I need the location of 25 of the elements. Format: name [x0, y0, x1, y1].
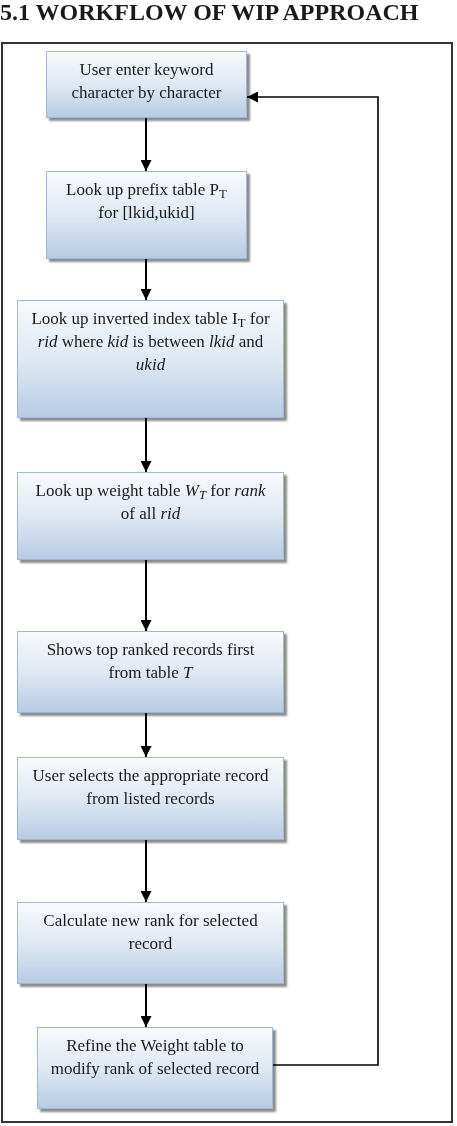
process-box [46, 51, 247, 118]
arrow [140, 712, 152, 758]
arrow [140, 117, 152, 172]
process-box [17, 472, 284, 560]
arrow [140, 839, 152, 903]
step-label: Calculate new rank for selected record [42, 910, 259, 955]
process-box [17, 757, 284, 840]
step-label: Look up inverted index table I$_{T}$ for rid where kid is between lkid and ukid [30, 308, 271, 376]
arrow [246, 91, 379, 1066]
arrow [140, 258, 152, 301]
step-label: Shows top ranked records first from table T [45, 639, 256, 684]
step-label: Refine the Weight table to modify rank of selected record [49, 1035, 261, 1080]
process-box [46, 171, 247, 259]
process-box [17, 631, 284, 713]
process-box [17, 902, 284, 984]
step-label: User selects the appropriate record from listed records [31, 765, 270, 810]
arrow [140, 559, 152, 632]
arrow [140, 417, 152, 473]
heading: 5.1 WORKFLOW OF WIP APPROACH [0, 0, 419, 24]
step-label: User enter keyword character by character [70, 59, 223, 104]
process-box [17, 300, 284, 418]
step-label: Look up prefix table P$_{T}$ for [lkid,ukid] [65, 179, 228, 224]
arrow [140, 983, 152, 1028]
step-label: Look up weight table W$_{T}$ for rank of all rid [34, 480, 267, 525]
process-box [37, 1027, 273, 1109]
